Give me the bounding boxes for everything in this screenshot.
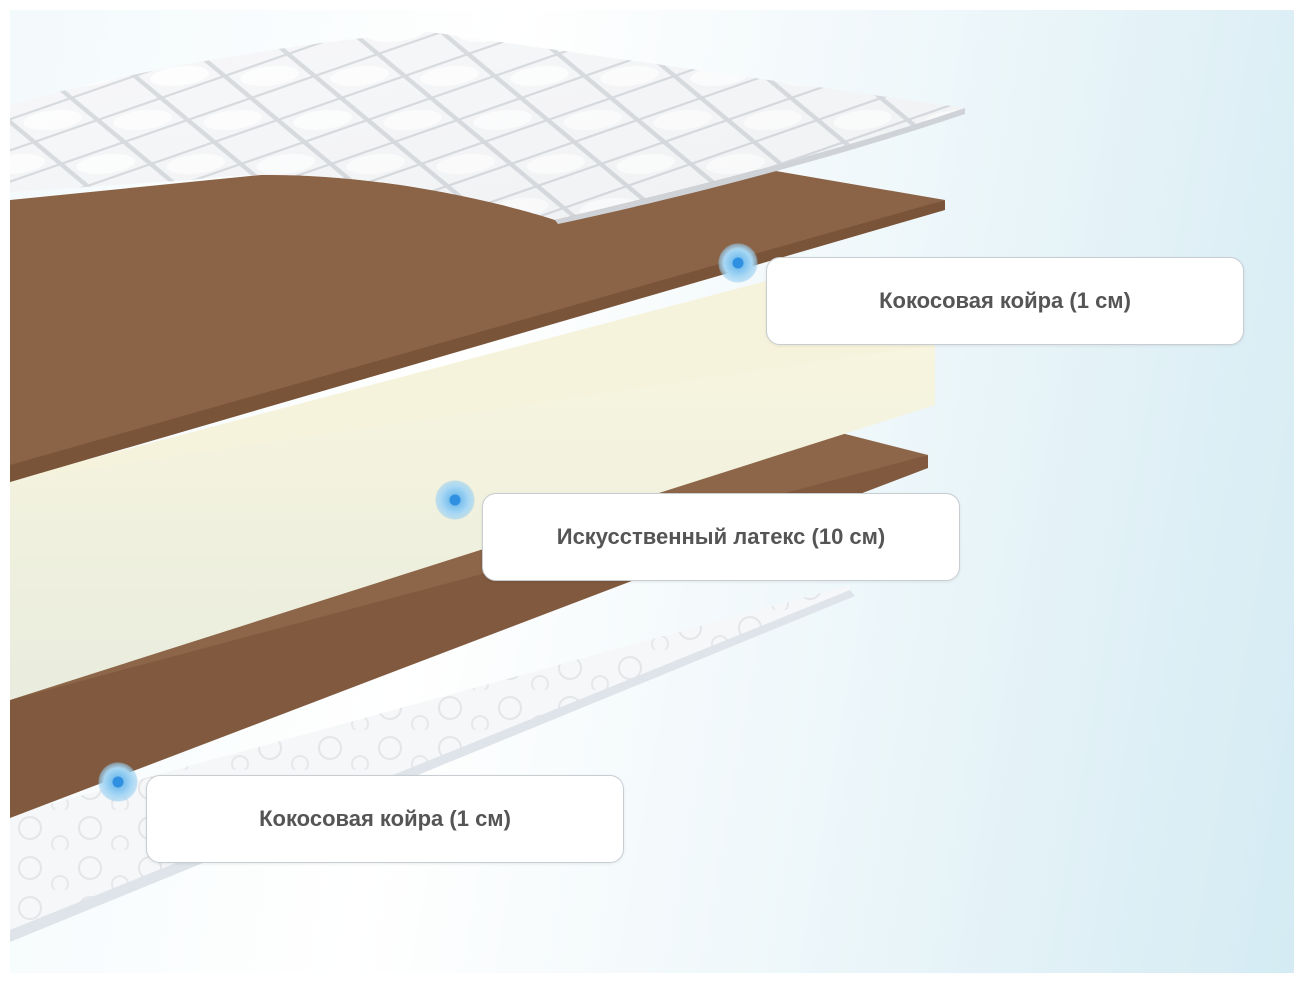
- callout-top-label: Кокосовая койра (1 см): [879, 288, 1131, 314]
- callout-bottom-coir: Кокосовая койра (1 см): [146, 775, 624, 863]
- callout-middle-label: Искусственный латекс (10 см): [557, 524, 886, 550]
- callout-bottom-label: Кокосовая койра (1 см): [259, 806, 511, 832]
- callout-top-coir: Кокосовая койра (1 см): [766, 257, 1244, 345]
- callout-latex: Искусственный латекс (10 см): [482, 493, 960, 581]
- mattress-illustration-stage: Кокосовая койра (1 см) Искусственный лат…: [10, 10, 1294, 973]
- callout-marker-middle[interactable]: [435, 480, 475, 520]
- callout-marker-top[interactable]: [718, 243, 758, 283]
- callout-marker-bottom[interactable]: [98, 762, 138, 802]
